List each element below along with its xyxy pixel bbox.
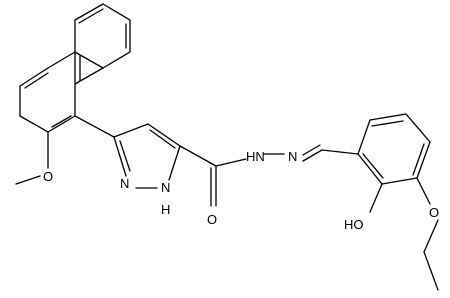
bond bbox=[412, 143, 425, 176]
bond bbox=[416, 141, 431, 179]
bond bbox=[102, 3, 131, 21]
bond bbox=[168, 145, 181, 181]
bond bbox=[24, 72, 49, 89]
atom-label-layer: O N N H O HN N HO O bbox=[43, 149, 439, 232]
bond bbox=[369, 183, 383, 213]
bond bbox=[149, 129, 176, 149]
bond bbox=[113, 136, 127, 177]
bond bbox=[15, 175, 41, 185]
bond bbox=[74, 3, 104, 21]
atom-label: N bbox=[120, 176, 129, 191]
bond bbox=[179, 145, 217, 167]
bond bbox=[362, 153, 384, 179]
bond bbox=[102, 51, 131, 69]
atom-label: O bbox=[207, 212, 217, 227]
bond bbox=[119, 140, 131, 172]
bond bbox=[113, 123, 149, 138]
bond bbox=[19, 67, 49, 87]
bond bbox=[357, 153, 383, 185]
bond bbox=[74, 67, 104, 85]
pyrazole-n2-label: N bbox=[120, 176, 129, 191]
bond bbox=[74, 115, 115, 138]
bond bbox=[47, 115, 76, 133]
bond bbox=[405, 113, 431, 143]
hydrazide-nh-label: HN bbox=[246, 149, 265, 164]
bond bbox=[371, 120, 404, 127]
bond bbox=[416, 177, 431, 205]
bond bbox=[47, 51, 76, 69]
atom-label: H bbox=[161, 202, 170, 217]
bond bbox=[357, 119, 371, 155]
bond bbox=[147, 123, 181, 147]
bond bbox=[78, 8, 104, 24]
atom-label: N bbox=[161, 180, 170, 195]
bond bbox=[381, 177, 418, 185]
bond bbox=[423, 219, 439, 253]
atom-label: HO bbox=[344, 217, 364, 232]
atom-label: O bbox=[43, 169, 53, 184]
atom-label: O bbox=[429, 205, 439, 220]
bond bbox=[321, 149, 359, 155]
hydroxyl-label: HO bbox=[344, 217, 364, 232]
ethoxy-oxygen-label: O bbox=[429, 205, 439, 220]
bond bbox=[302, 144, 321, 156]
hydrazone-n-label: N bbox=[288, 149, 297, 164]
methoxy-oxygen-label: O bbox=[43, 169, 53, 184]
bond bbox=[74, 51, 104, 69]
atom-label: N bbox=[288, 149, 297, 164]
bond bbox=[302, 149, 323, 162]
atom-label: HN bbox=[246, 149, 265, 164]
bond-layer bbox=[15, 3, 439, 291]
bond bbox=[423, 251, 439, 291]
bond bbox=[19, 115, 49, 133]
bond bbox=[51, 115, 72, 128]
pyrazole-nh-label: N H bbox=[161, 180, 170, 217]
bond bbox=[369, 113, 407, 121]
carbonyl-oxygen-label: O bbox=[207, 212, 217, 227]
bond bbox=[215, 158, 247, 167]
